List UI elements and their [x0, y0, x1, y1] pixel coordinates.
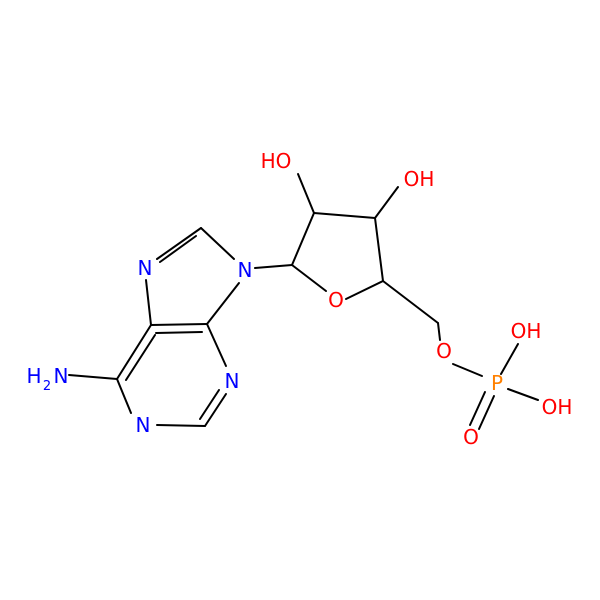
- nitrogen-n1: N: [136, 413, 151, 437]
- bond-o5-p: [452, 363, 483, 377]
- bond-n1-c6: [116, 378, 132, 414]
- bond-c6-nh2: [68, 374, 118, 380]
- hydroxyl-upper-left: HO: [261, 149, 292, 173]
- bond-c2-oh: [297, 173, 315, 214]
- bond-p-oh-top: [500, 343, 519, 375]
- bond-c2-n1: [156, 424, 206, 427]
- amine-subscript: 2: [43, 379, 51, 394]
- phosphate-hydroxyl-top: OH: [511, 319, 542, 343]
- bond-n3-c2-b: [199, 389, 220, 420]
- phosphorus-atom: P: [491, 371, 503, 395]
- bond-n9-c8: [200, 227, 235, 260]
- bond-p-oh-right: [507, 388, 539, 401]
- bond-c8-n7-a: [156, 227, 202, 260]
- bond-c3-c4: [374, 217, 384, 282]
- bond-c5-c4-a: [150, 323, 208, 326]
- atom-labels: HO OH N N O N N H 2 N O P OH OH O: [26, 149, 572, 449]
- bond-c8-n7-b: [159, 235, 197, 263]
- bond-p-o-double-a: [469, 391, 486, 426]
- bond-c1-c2: [291, 212, 315, 266]
- bond-c4-c5: [382, 280, 439, 324]
- bond-c4-o4: [345, 280, 384, 300]
- bond-c4-n3: [206, 323, 227, 367]
- ester-oxygen: O: [436, 339, 452, 363]
- amine-group: H 2 N: [26, 364, 68, 394]
- hydroxyl-upper-right: OH: [404, 167, 435, 191]
- amine-nitrogen: N: [54, 364, 69, 388]
- bond-n7-c5: [145, 279, 152, 326]
- bond-c6-c5: [116, 324, 152, 380]
- ring-oxygen: O: [328, 288, 344, 312]
- bond-c6-c5-inner: [125, 334, 156, 381]
- amine-hydrogen: H: [26, 364, 41, 388]
- bond-p-o-double-b: [478, 395, 495, 430]
- bond-c3-oh: [374, 186, 399, 219]
- phosphate-hydroxyl-right: OH: [542, 395, 573, 419]
- bond-c5-c4-b: [155, 331, 203, 334]
- bond-n9-c4: [206, 282, 240, 325]
- bond-c1-n9: [254, 264, 293, 269]
- bond-c2-c3: [313, 212, 376, 219]
- nitrogen-n9: N: [238, 258, 253, 282]
- bond-o4-c1: [291, 264, 327, 292]
- bonds: [68, 173, 539, 430]
- bond-c5-o5: [437, 322, 441, 341]
- nitrogen-n7: N: [138, 256, 153, 280]
- phosphate-double-oxygen: O: [463, 425, 479, 449]
- nitrogen-n3: N: [225, 369, 240, 393]
- bond-n3-c2-a: [204, 393, 227, 427]
